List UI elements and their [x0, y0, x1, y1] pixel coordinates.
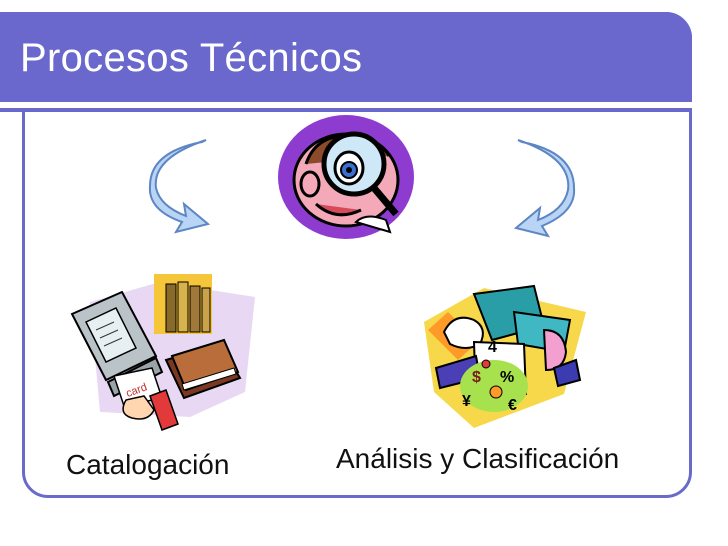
- curved-arrow-right-icon: [513, 139, 576, 238]
- magnifying-glass-person-icon: [278, 115, 414, 239]
- percent-symbol: %: [500, 369, 514, 386]
- slide-title: Procesos Técnicos: [20, 36, 363, 80]
- curved-arrow-left-icon: [148, 139, 211, 234]
- caption-catalogacion: Catalogación: [66, 449, 230, 480]
- computer-books-card-clipart: card: [70, 274, 255, 431]
- dollar-symbol: $: [472, 369, 481, 386]
- euro-symbol: €: [508, 397, 517, 414]
- yen-symbol: ¥: [462, 393, 471, 410]
- four-symbol: 4: [488, 339, 497, 356]
- book-currency-symbols-clipart: 4 $ % ¥ €: [424, 284, 586, 428]
- title-separator: [0, 102, 692, 108]
- title-bar: [0, 12, 692, 102]
- caption-analisis-clasificacion: Análisis y Clasificación: [336, 443, 620, 474]
- title-separator-accent: [0, 108, 692, 112]
